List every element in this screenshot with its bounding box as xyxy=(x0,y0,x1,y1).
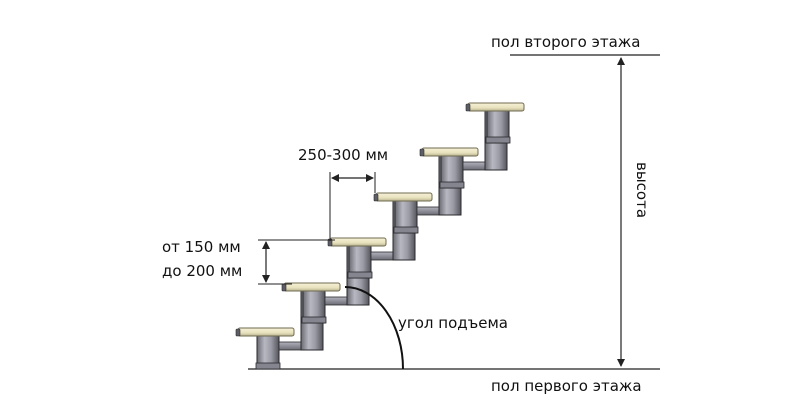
step-tread-1 xyxy=(237,327,295,337)
label-height: высота xyxy=(633,162,651,218)
step-tread-3 xyxy=(329,237,387,247)
step-collar-5 xyxy=(439,181,465,189)
step-collar-2 xyxy=(301,316,327,324)
label-rise-angle: угол подъема xyxy=(398,314,508,332)
step-collar-6 xyxy=(485,136,511,144)
step-collar-1 xyxy=(255,362,281,370)
label-rise-max: до 200 мм xyxy=(162,262,242,280)
step-tread-5 xyxy=(421,147,479,157)
step-collar-3 xyxy=(347,271,373,279)
label-tread-depth: 250-300 мм xyxy=(298,146,388,164)
step-nosing-2 xyxy=(281,283,287,292)
step-nosing-5 xyxy=(419,148,425,157)
step-tread-2 xyxy=(283,282,341,292)
step-tread-4 xyxy=(375,192,433,202)
step-nosing-4 xyxy=(373,193,379,202)
label-second-floor: пол второго этажа xyxy=(491,33,641,51)
label-rise-min: от 150 мм xyxy=(162,238,241,256)
step-tread-6 xyxy=(467,102,525,112)
rise-angle-arc xyxy=(344,286,404,370)
step-nosing-1 xyxy=(235,328,241,337)
step-collar-4 xyxy=(393,226,419,234)
step-nosing-6 xyxy=(465,103,471,112)
label-first-floor: пол первого этажа xyxy=(491,377,642,395)
